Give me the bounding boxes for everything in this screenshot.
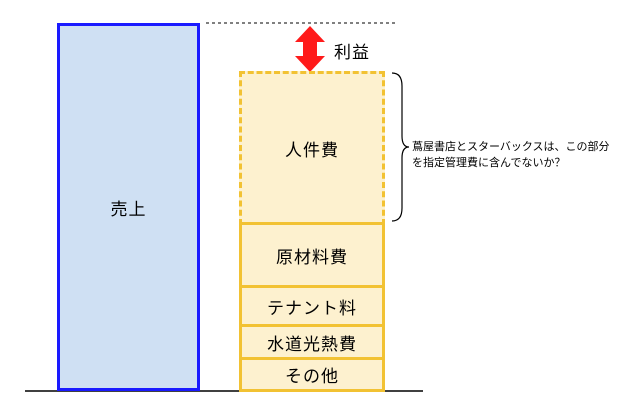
annotation-line-1: 蔦屋書店とスターバックスは、この部分 xyxy=(412,140,610,153)
tenant-cost-block: テナント料 xyxy=(239,285,385,327)
materials-cost-block: 原材料費 xyxy=(239,222,385,288)
other-cost-block: その他 xyxy=(239,357,385,392)
profit-label: 利益 xyxy=(334,43,370,63)
labor-cost-label: 人件費 xyxy=(285,140,339,161)
annotation-line-2: を指定管理費に含んでないか？ xyxy=(412,156,566,169)
utilities-cost-label: 水道光熱費 xyxy=(267,334,357,355)
curly-brace-icon xyxy=(391,72,410,222)
utilities-cost-block: 水道光熱費 xyxy=(239,324,385,360)
annotation-note: 蔦屋書店とスターバックスは、この部分 を指定管理費に含んでないか？ xyxy=(412,139,610,171)
labor-cost-block: 人件費 xyxy=(239,71,385,225)
materials-cost-label: 原材料費 xyxy=(276,247,348,268)
profit-double-arrow-icon xyxy=(295,26,325,72)
sales-bar: 売上 xyxy=(57,23,200,391)
sales-label: 売上 xyxy=(110,199,147,220)
other-cost-label: その他 xyxy=(285,367,339,387)
tenant-cost-label: テナント料 xyxy=(267,298,357,319)
